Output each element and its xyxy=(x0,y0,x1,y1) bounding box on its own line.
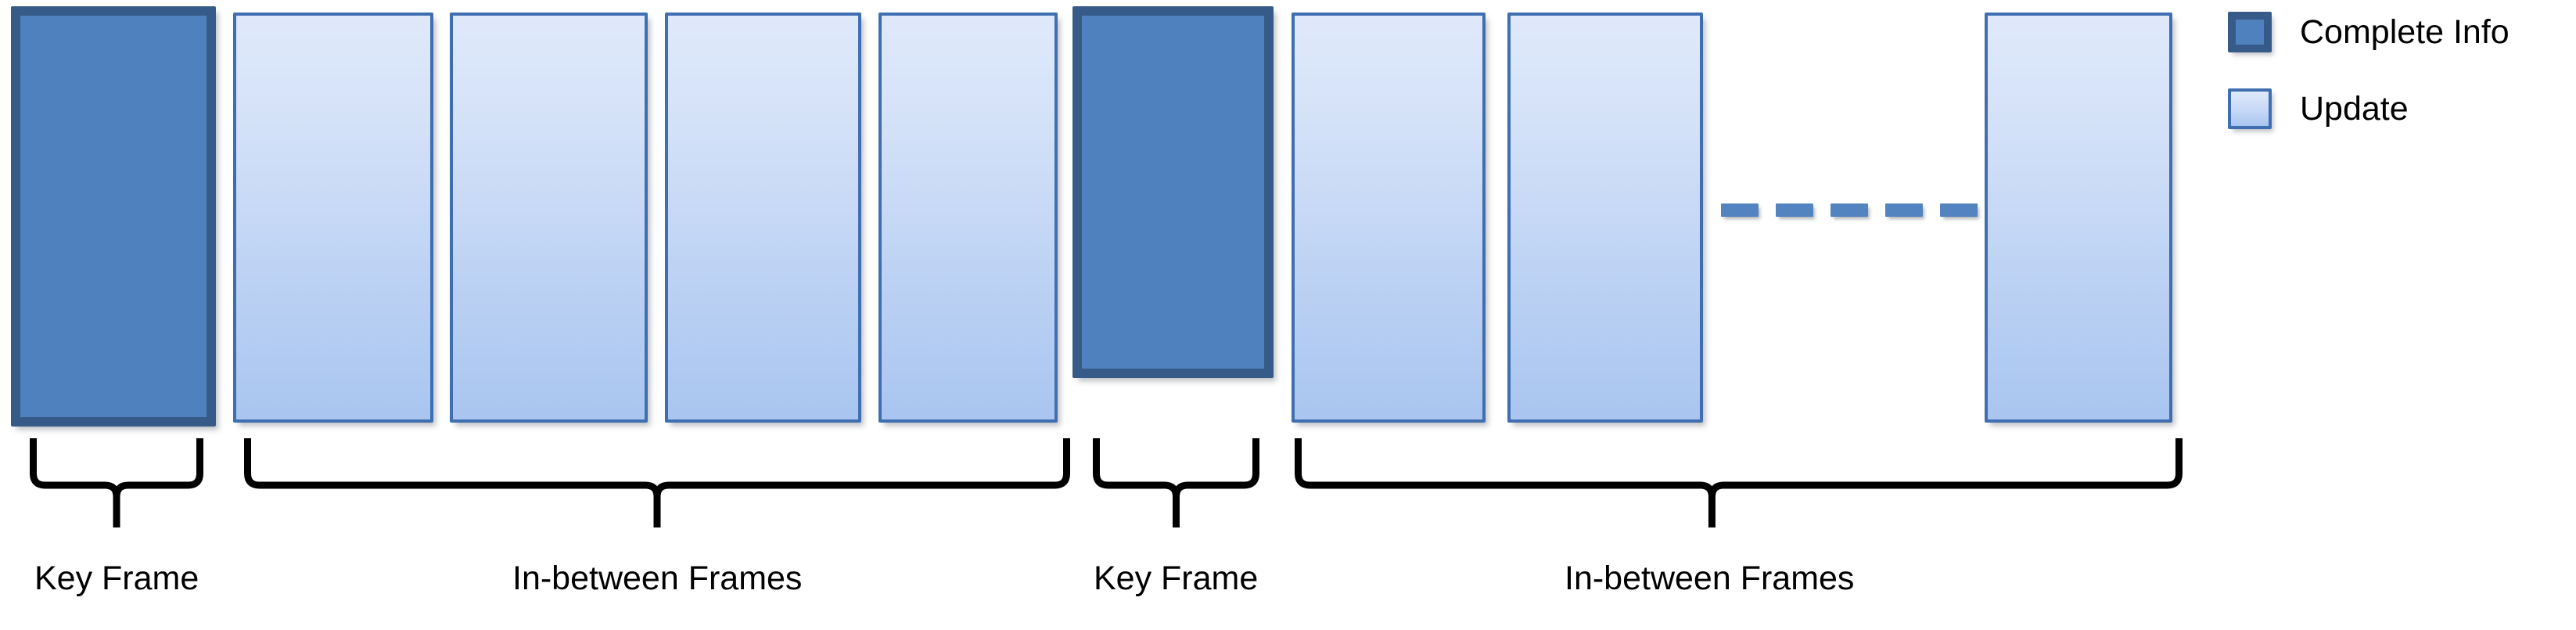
dash-segment xyxy=(1776,203,1813,217)
frame-box-5-update xyxy=(878,13,1058,423)
frame-box-4-update xyxy=(665,13,861,423)
dash-segment xyxy=(1721,203,1759,217)
label-inbetween-1: In-between Frames xyxy=(512,560,803,597)
legend-complete-info: Complete Info xyxy=(2228,8,2572,56)
brace-4 xyxy=(1295,437,2183,529)
legend-swatch-complete-info-icon xyxy=(2228,12,2272,52)
brace-1 xyxy=(30,437,203,529)
continuation-dashes-icon xyxy=(1721,203,1978,217)
legend-label: Update xyxy=(2300,89,2409,128)
label-key-frame-1: Key Frame xyxy=(34,560,199,597)
frame-box-2-update xyxy=(233,13,433,423)
legend-update: Update xyxy=(2228,85,2572,133)
frame-box-9-update xyxy=(1985,13,2172,423)
brace-3 xyxy=(1093,437,1259,529)
dash-segment xyxy=(1885,203,1923,217)
frame-box-1-complete xyxy=(11,6,216,427)
dash-segment xyxy=(1831,203,1868,217)
legend-swatch-update-icon xyxy=(2228,88,2272,129)
label-inbetween-2: In-between Frames xyxy=(1565,560,1855,597)
frame-box-8-update xyxy=(1507,13,1703,423)
dash-segment xyxy=(1940,203,1978,217)
brace-2 xyxy=(244,437,1070,529)
legend-label: Complete Info xyxy=(2300,13,2510,51)
frame-box-7-update xyxy=(1292,13,1486,423)
label-key-frame-2: Key Frame xyxy=(1094,560,1259,597)
frame-box-3-update xyxy=(450,13,648,423)
frame-box-6-complete xyxy=(1072,6,1274,378)
